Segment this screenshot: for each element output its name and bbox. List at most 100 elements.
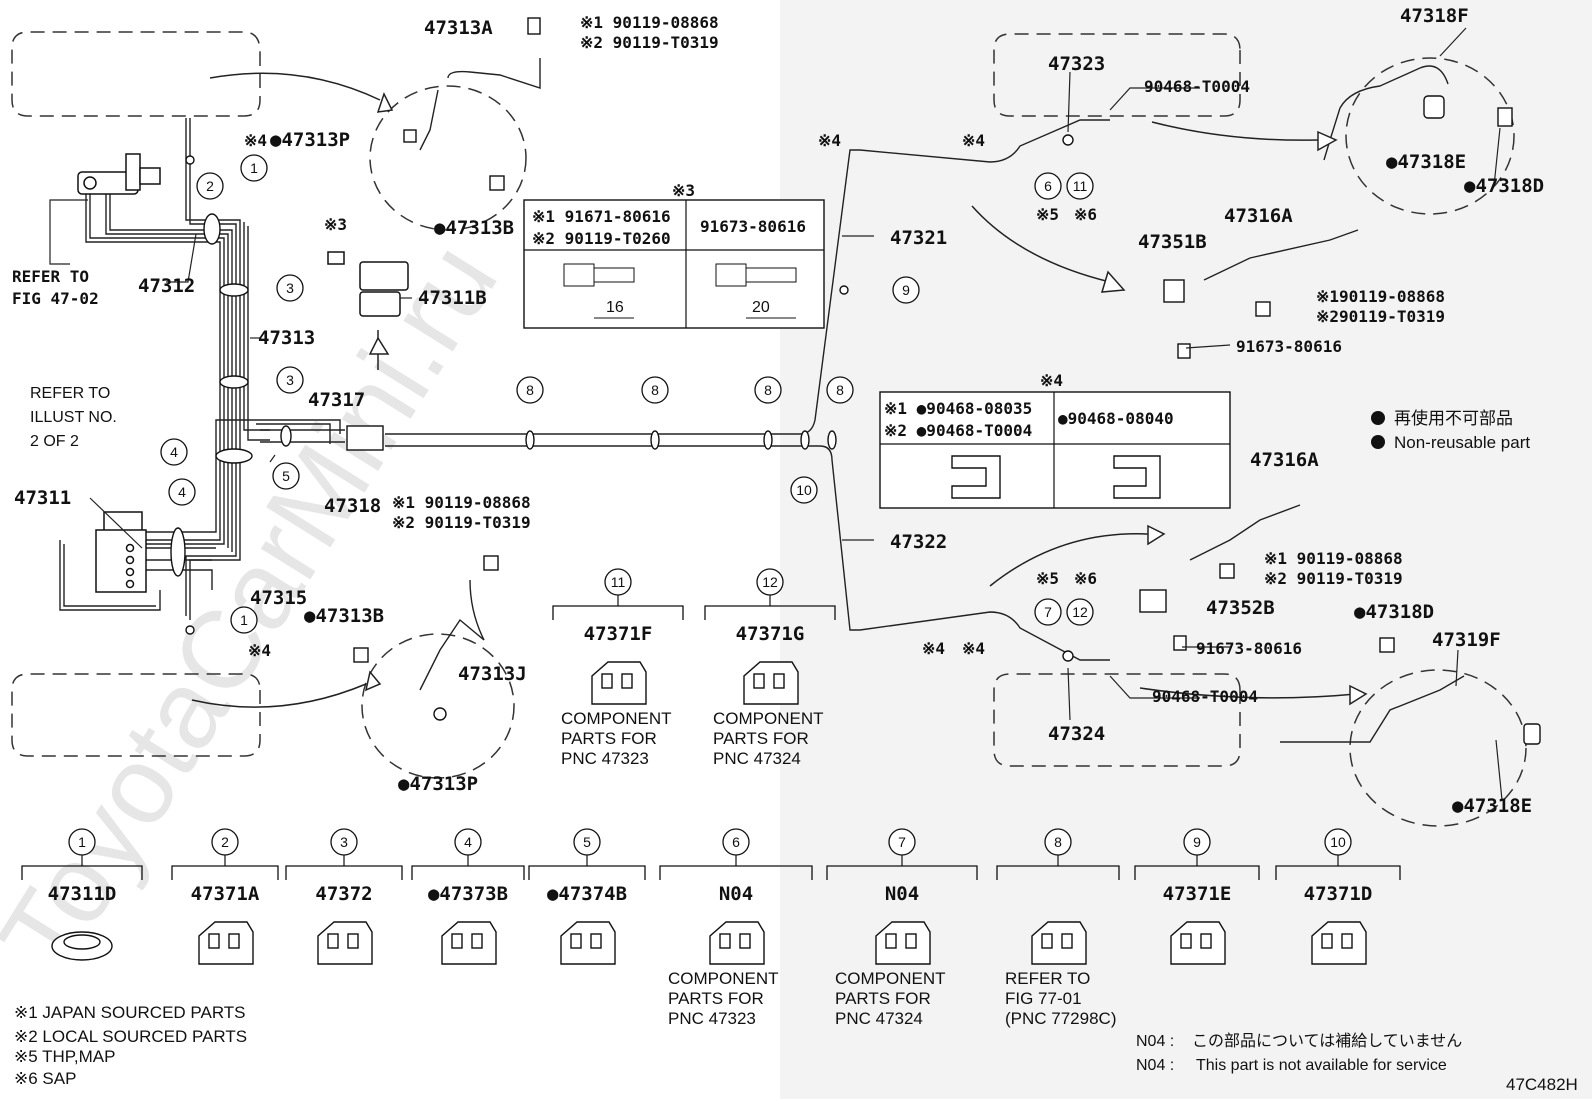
component-note-line: COMPONENT [561, 709, 672, 728]
clip-slot-icon [1041, 933, 1053, 949]
label-91673-80616-b: 91673-80616 [1196, 639, 1302, 658]
callout-number: 3 [286, 372, 294, 388]
callout-number: 8 [651, 382, 659, 398]
component-part-number: 47371A [191, 883, 260, 905]
component-bracket [552, 605, 684, 620]
table3-c2: 91673-80616 [700, 217, 806, 236]
callout-circle [790, 476, 818, 504]
clip-slot-icon [1200, 933, 1212, 949]
callout-circle [196, 172, 224, 200]
callout-c3_b: 3 [276, 366, 304, 394]
callout-circle [1034, 172, 1062, 200]
clip-icon [1311, 921, 1367, 965]
label-47313J: 47313J [458, 663, 527, 685]
component-number: 6 [732, 834, 740, 850]
label-mark4-f: ※4 [962, 639, 985, 658]
callout-c8_b: 8 [641, 376, 669, 404]
refer-illust: REFER TO ILLUST NO. 2 OF 2 [30, 385, 121, 450]
label-47318E-b: ●47318E [1452, 795, 1532, 817]
label-47322: 47322 [890, 531, 947, 553]
label-90119-T0319-c: ※290119-T0319 [1316, 307, 1445, 326]
clip-icon [1170, 921, 1226, 965]
table-3 [523, 199, 825, 329]
callout-c11: 11 [1066, 172, 1094, 200]
callout-c1_bot: 1 [230, 606, 258, 634]
label-90119-T0319-a: ※2 90119-T0319 [580, 33, 719, 52]
component-part-number: ●47374B [547, 883, 627, 905]
callout-c5: 5 [272, 462, 300, 490]
clip-icon [441, 921, 497, 965]
actuator-47311 [95, 511, 147, 593]
component-number: 3 [340, 834, 348, 850]
component-part-number: 47371F [584, 623, 653, 645]
callout-number: 4 [178, 484, 186, 500]
callout-number: 1 [240, 612, 248, 628]
clamp-markers [170, 134, 1074, 662]
note-1: ※1 JAPAN SOURCED PARTS [14, 1003, 246, 1022]
callout-number: 10 [796, 482, 812, 498]
component-part-number: 47371D [1304, 883, 1373, 905]
component-bracket [1134, 865, 1260, 880]
label-mark4-e: ※4 [922, 639, 945, 658]
callout-c7: 7 [1034, 598, 1062, 626]
component-number: 12 [762, 574, 778, 590]
component-number: 10 [1330, 834, 1346, 850]
component-note-line: PARTS FOR [668, 989, 764, 1008]
callout-circle [516, 376, 544, 404]
n04-label-en: N04 : [1136, 1057, 1174, 1074]
component-bracket [171, 865, 279, 880]
clip-slot-icon [347, 933, 359, 949]
clip-icon [198, 921, 254, 965]
label-47313: 47313 [258, 327, 315, 349]
leader-lines [49, 27, 1503, 801]
callout-circle [240, 154, 268, 182]
component-part-number: ●47373B [428, 883, 508, 905]
label-47319F: 47319F [1432, 629, 1501, 651]
component-number: 7 [898, 834, 906, 850]
callout-c8_d: 8 [826, 376, 854, 404]
component-note-line: COMPONENT [668, 969, 779, 988]
bracket-47311B [327, 251, 409, 317]
component-bracket [285, 865, 403, 880]
clip-slot-icon [590, 933, 602, 949]
clip-slot-icon [719, 933, 731, 949]
callout-number: 11 [1073, 178, 1088, 194]
label-47313A: 47313A [424, 17, 493, 39]
flow-arrows [191, 72, 1357, 708]
callout-number: 8 [526, 382, 534, 398]
label-47324: 47324 [1048, 723, 1105, 745]
callout-circle [276, 366, 304, 394]
callout-circle [1034, 598, 1062, 626]
label-47318F: 47318F [1400, 5, 1469, 27]
legend-dot-jp [1371, 411, 1385, 425]
callout-circle [641, 376, 669, 404]
label-mark5-a: ※5 [1036, 205, 1059, 224]
callout-c12: 12 [1066, 598, 1094, 626]
background-shade [780, 0, 1592, 1099]
label-47313B-a: ●47313B [434, 217, 514, 239]
clip-slot-icon [228, 933, 240, 949]
component-4: 4●47373B [411, 828, 525, 965]
table3-dim1: 16 [606, 299, 624, 316]
callout-circle [276, 274, 304, 302]
n04-legend: N04 : この部品については補給していません N04 : This part … [1136, 1032, 1462, 1074]
label-47352B: 47352B [1206, 597, 1275, 619]
vehicle-outlines [11, 31, 1527, 827]
label-47351B: 47351B [1138, 231, 1207, 253]
label-mark4-c: ※4 [818, 131, 841, 150]
hoses-bolts [353, 17, 1541, 745]
callout-c8_c: 8 [754, 376, 782, 404]
label-mark6-a: ※6 [1074, 205, 1097, 224]
clip-icon [1031, 921, 1087, 965]
callout-number: 9 [902, 282, 910, 298]
clip-icon [591, 661, 647, 705]
label-47318: 47318 [324, 495, 381, 517]
